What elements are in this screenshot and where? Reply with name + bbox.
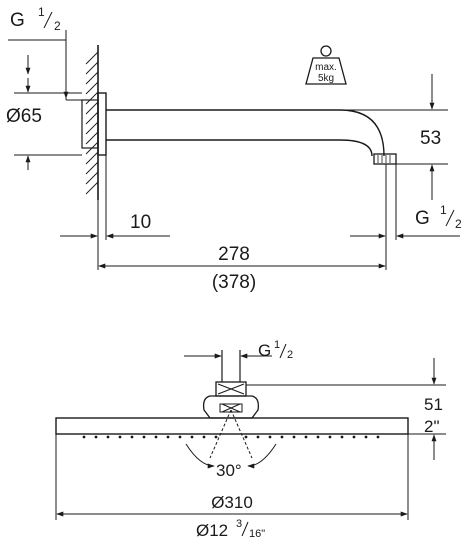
ball-joint-cross	[221, 403, 241, 413]
dim-thread-wall-num: 1	[38, 5, 45, 19]
dim-wall-offset: 10	[60, 155, 170, 270]
tilt-angle-indicator: 30°	[185, 409, 277, 480]
dim-arm-length: 278 (378)	[98, 244, 386, 293]
nozzle-row	[82, 435, 380, 439]
shower-head-plate	[55, 417, 409, 435]
dim-thread-top-den: 2	[287, 349, 293, 361]
dim-head-height: 51 2"	[246, 358, 446, 460]
dim-head-diameter-in-num: 3	[236, 518, 242, 530]
nut-cross	[217, 383, 245, 395]
flange-rosette	[97, 92, 107, 156]
dim-flange-diameter-label: Ø65	[6, 106, 42, 127]
side-view: max. 5kg G 1 2 Ø65	[6, 5, 462, 293]
outlet-thread	[377, 155, 391, 163]
weight-label-kg: 5kg	[318, 73, 334, 84]
wall-hatch	[85, 51, 99, 195]
dim-wall-offset-label: 10	[130, 212, 151, 233]
weight-icon: max. 5kg	[305, 45, 347, 85]
dim-height-53-label: 53	[420, 128, 441, 149]
tilt-angle-label: 30°	[216, 461, 242, 480]
weight-label-max: max.	[315, 62, 337, 73]
shower-arm	[106, 109, 385, 157]
dim-thread-outlet-den: 2	[455, 217, 462, 231]
dim-thread-wall: G 1 2	[8, 5, 82, 101]
dim-thread-top-g: G	[258, 341, 271, 360]
dim-thread-wall-den: 2	[54, 19, 61, 33]
dim-head-diameter-in-den: 16"	[249, 528, 265, 540]
dim-thread-top-num: 1	[274, 339, 280, 351]
ball-joint-housing	[202, 395, 260, 419]
dim-head-diameter: Ø310 Ø12 3 16"	[55, 434, 409, 540]
ball-joint-ring	[219, 403, 243, 413]
dim-height-53: 53	[340, 74, 448, 200]
outlet-nut	[373, 153, 397, 165]
dim-thread-wall-g: G	[10, 10, 25, 31]
dim-thread-outlet: G 1 2	[350, 164, 462, 270]
dim-head-diameter-in-prefix: Ø12	[196, 521, 228, 540]
dim-flange-diameter: Ø65	[6, 78, 82, 170]
dim-thread-outlet-num: 1	[440, 203, 447, 217]
dim-thread-outlet-g: G	[415, 208, 430, 229]
dim-arm-length-alt-label: (378)	[212, 272, 256, 293]
head-view: 30° G 1 2 51 2" Ø310 Ø12 3	[55, 339, 446, 540]
dim-arm-length-label: 278	[218, 244, 250, 265]
dim-head-height-mm: 51	[424, 395, 443, 414]
dim-head-height-in: 2"	[424, 417, 440, 436]
dim-head-diameter-mm: Ø310	[211, 493, 253, 512]
dim-thread-top: G 1 2	[184, 339, 293, 361]
